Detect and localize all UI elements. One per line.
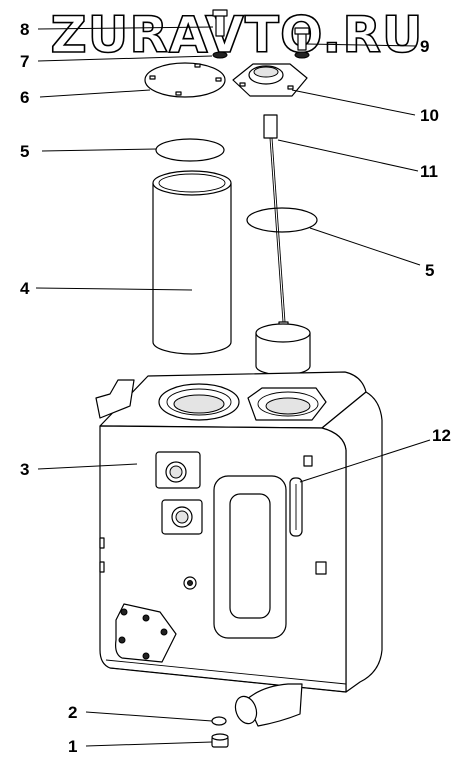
callout-11: 11 <box>420 162 438 181</box>
callout-5-upper: 5 <box>20 142 29 161</box>
callout-1: 1 <box>68 737 77 756</box>
part-6-cover-plate <box>144 62 226 98</box>
callout-4: 4 <box>20 279 30 298</box>
part-3-tank-body <box>95 371 383 693</box>
callout-6: 6 <box>20 88 29 107</box>
callout-9: 9 <box>420 37 429 56</box>
part-10-filler-flange <box>232 63 308 97</box>
callout-labels: 8 7 9 6 10 5 11 5 4 12 3 2 1 <box>20 20 451 756</box>
part-8-bolt <box>212 9 228 37</box>
part-2-washer <box>211 716 227 726</box>
part-11-level-sensor <box>255 114 311 376</box>
callout-12: 12 <box>432 426 451 445</box>
part-5-gasket-upper <box>155 138 225 162</box>
part-9-bolt <box>294 27 310 59</box>
part-1-drain-plug <box>211 733 229 748</box>
callout-8: 8 <box>20 20 29 39</box>
callout-3: 3 <box>20 460 29 479</box>
callout-2: 2 <box>68 703 77 722</box>
tank-outlet-elbow <box>234 683 303 727</box>
watermark-logo: ZURAVTO.RU <box>51 6 424 64</box>
callout-10: 10 <box>420 106 439 125</box>
part-5-gasket-lower <box>246 207 318 233</box>
part-4-filter-cylinder <box>152 170 232 355</box>
callout-leaders <box>35 26 431 747</box>
callout-5-lower: 5 <box>425 261 434 280</box>
part-7-washer <box>212 51 228 59</box>
callout-7: 7 <box>20 52 29 71</box>
